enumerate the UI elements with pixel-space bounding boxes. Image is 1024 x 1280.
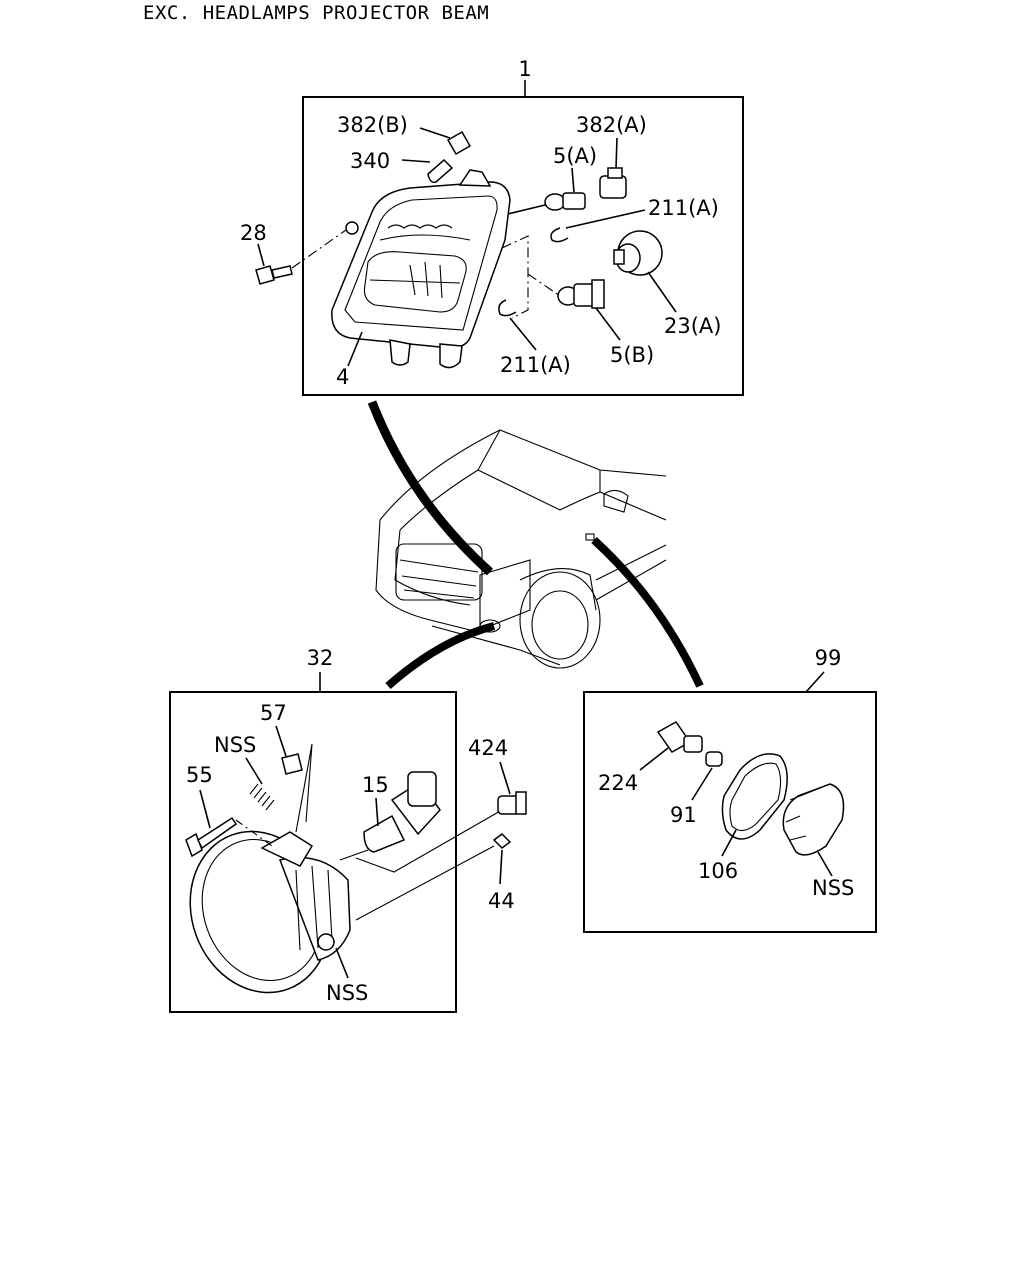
page-title: EXC. HEADLAMPS PROJECTOR BEAM [143,2,490,24]
label-5b: 5(B) [610,343,654,367]
socket-224[interactable] [656,721,703,753]
bulb-15[interactable] [363,771,441,853]
label-15: 15 [362,773,389,797]
side-marker-lens-nss[interactable] [782,783,845,856]
bulb-340[interactable] [427,158,454,184]
label-211a-top: 211(A) [648,196,719,220]
label-424: 424 [468,736,508,760]
clip-57[interactable] [281,753,303,775]
label-57: 57 [260,701,287,725]
side-marker-group-number: 99 [815,646,842,670]
label-5a: 5(A) [553,144,597,168]
label-340: 340 [350,149,390,173]
headlamp-housing[interactable] [331,169,511,369]
gasket-106[interactable] [721,753,788,840]
label-106: 106 [698,859,738,883]
label-44: 44 [488,889,515,913]
label-23a: 23(A) [664,314,721,338]
socket-382b[interactable] [446,130,472,156]
clip-211a-top[interactable] [550,227,569,243]
label-nss-marker: NSS [812,876,854,900]
label-382b: 382(B) [337,113,408,137]
bulb-5a[interactable] [544,192,586,211]
fog-lamp-group-number: 32 [307,646,334,670]
socket-382a[interactable] [599,167,627,199]
fog-lamp-unit[interactable] [168,812,352,1013]
label-382a: 382(A) [576,113,647,137]
vehicle-front [375,429,667,669]
clip-211a-bottom[interactable] [498,299,517,317]
fog-lamp-box [169,691,457,1013]
label-91: 91 [670,803,697,827]
bolt-28[interactable] [255,265,293,285]
bulb-91[interactable] [705,751,723,767]
nut-44[interactable] [492,833,512,849]
headlamp-box [302,96,744,396]
label-28: 28 [240,221,267,245]
grommet-424[interactable] [497,791,527,815]
label-nss-fog-top: NSS [214,733,256,757]
label-224: 224 [598,771,638,795]
bulb-5b[interactable] [557,279,605,309]
label-4: 4 [336,365,349,389]
fog-lamp-group: 32 NSS 55 NSS 57 [168,646,527,1013]
label-211a-bottom: 211(A) [500,353,571,377]
label-55: 55 [186,763,213,787]
headlamp-group: 1 4 28 382(B) [240,57,744,396]
side-marker-box [583,691,877,933]
label-nss-fog-bottom: NSS [326,981,368,1005]
side-marker-group: 99 224 91 106 NSS [583,646,877,933]
cap-23a[interactable] [613,230,663,276]
headlamp-group-number: 1 [518,57,531,81]
screw-55[interactable] [185,816,238,858]
spring-nss[interactable] [249,783,275,811]
